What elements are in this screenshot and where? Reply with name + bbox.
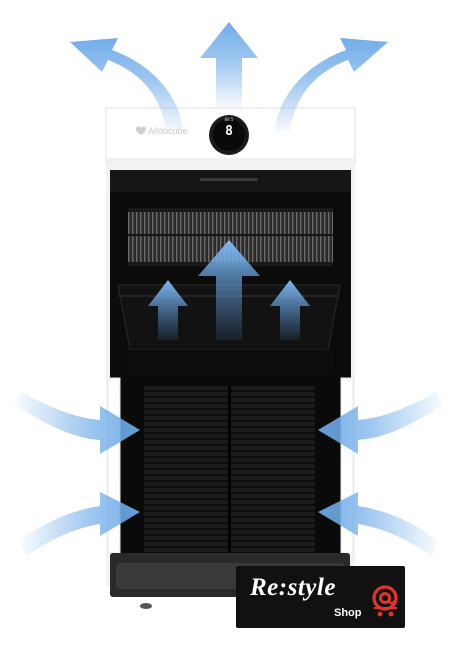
brand-heart-icon xyxy=(135,126,147,135)
airflow-arrow-inner-left xyxy=(148,280,188,340)
airflow-arrow-top-center xyxy=(200,22,258,108)
display-readout: 8 xyxy=(225,124,233,139)
right-filter xyxy=(231,386,315,552)
badge-subtitle: Shop xyxy=(334,607,362,619)
display-readout-small: 88.5 xyxy=(224,117,234,122)
airflow-arrow-right-lower xyxy=(318,492,438,556)
airflow-arrow-left-upper xyxy=(14,392,140,454)
left-filter xyxy=(144,386,228,552)
airflow-arrow-top-left xyxy=(70,38,184,132)
airflow-arrow-inner-right xyxy=(270,280,310,340)
badge-title: Re:style xyxy=(250,574,336,601)
airflow-arrow-right-upper xyxy=(318,392,444,454)
airflow-arrow-inner-center xyxy=(198,240,260,340)
airflow-arrow-top-right xyxy=(274,38,388,132)
cart-at-icon xyxy=(372,585,398,617)
shop-badge: Re:style Shop xyxy=(236,566,405,628)
airflow-arrow-left-lower xyxy=(20,492,140,556)
brand-logo: Alldocube xyxy=(148,126,188,136)
